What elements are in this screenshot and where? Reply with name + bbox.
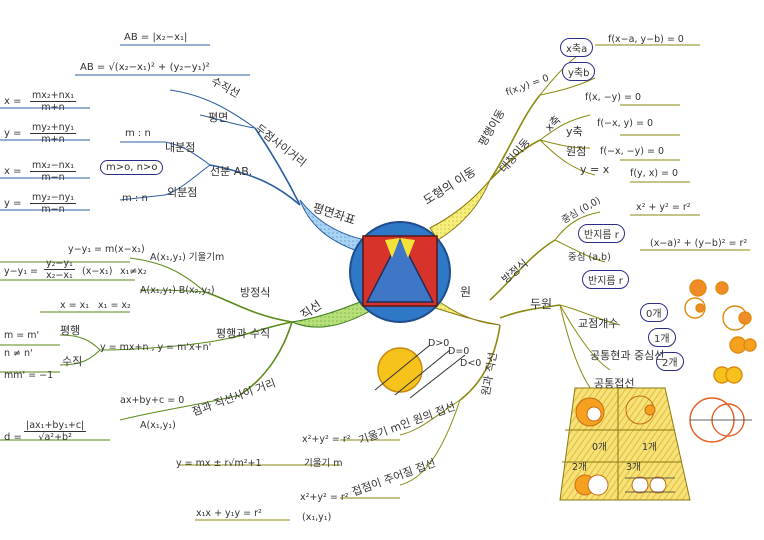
parallel-perp-label: 평행과 수직: [216, 327, 271, 340]
sym-y-result: f(−x, y) = 0: [597, 118, 654, 129]
internal-y-eq: y =: [4, 128, 22, 139]
external-ratio: m : n: [122, 193, 148, 204]
circle-eq-2: (x−a)² + (y−b)² = r²: [650, 238, 748, 249]
sym-y-axis: y축: [566, 125, 583, 138]
internal-condition: m>o, n>o: [100, 160, 164, 175]
line-eq-2-frac: y₂−y₁ x₂−x₁: [44, 258, 75, 281]
slope-tangent-m: 기울기 m: [304, 458, 343, 469]
circle-title: 원: [460, 285, 472, 299]
distance-frac: |ax₁+by₁+c| √a²+b²: [24, 420, 87, 443]
external-x-num: mx₂−nx₁: [30, 160, 77, 172]
external-y-eq: y =: [4, 198, 22, 209]
perp-label: 수직: [62, 355, 83, 368]
intersections-one: 1개: [648, 328, 676, 347]
ab-distance-2d: AB = √(x₂−x₁)² + (y₂−y₁)²: [80, 62, 210, 73]
internal-x-eq: x =: [4, 96, 22, 107]
parallel-label: 평행: [60, 324, 81, 337]
internal-x-num: mx₂+nx₁: [30, 90, 77, 102]
intersections-label: 교점개수: [578, 317, 619, 330]
center-ab: 중심 (a,b): [568, 252, 611, 263]
intersections-zero: 0개: [640, 303, 668, 322]
radius-r2: 반지름 r: [582, 270, 629, 289]
segment-label: 선분 AB.: [210, 165, 253, 178]
line-branch-lines: [0, 257, 241, 441]
two-circles-diagrams: [684, 279, 757, 443]
branch-plane-coordinates: [209, 127, 366, 253]
common-tangent-label: 공통접선: [594, 377, 635, 390]
distance-d-eq: d =: [4, 432, 22, 443]
line-equation-label: 방정식: [240, 286, 271, 299]
common-chord-label: 공통현과 중심선: [590, 349, 665, 362]
center-emblem: [349, 221, 451, 323]
internal-division-label: 내분점: [165, 141, 196, 154]
parallel-perp-form: y = mx+n , y = m'x+n': [100, 342, 212, 353]
intersections-two: 2개: [656, 352, 684, 371]
line-eq-2-num: y₂−y₁: [44, 258, 75, 270]
d-lt: D<0: [460, 358, 482, 369]
external-x-frac: mx₂−nx₁ m−n: [30, 160, 77, 183]
sym-yx: y = x: [580, 163, 610, 176]
distance-num: |ax₁+by₁+c|: [24, 420, 87, 432]
internal-x-den: m+n: [41, 102, 65, 113]
tangent-count-2: 2개: [572, 462, 587, 473]
sym-origin: 원점: [566, 145, 587, 158]
transform-lines: [539, 44, 700, 183]
slope-tangent-circle: x²+y² = r²: [302, 434, 351, 445]
internal-y-frac: my₂+ny₁ m+n: [30, 122, 77, 145]
internal-x-frac: mx₂+nx₁ m+n: [30, 90, 77, 113]
n-neq-label: n ≠ n': [4, 348, 33, 359]
two-point-label: A(x₁,y₁) B(x₂,y₂): [140, 285, 215, 296]
line-eq-3: x = x₁: [60, 300, 90, 311]
d-gt: D>0: [428, 338, 450, 349]
plane-label: 평면: [208, 111, 229, 124]
common-tangent-table: [559, 387, 691, 501]
point-tangent-xy: (x₁,y₁): [302, 512, 332, 523]
external-y-den: m−n: [41, 204, 65, 215]
d-eq: D=0: [448, 346, 470, 357]
external-x-den: m−n: [41, 172, 65, 183]
line-eq-2-den: x₂−x₁: [46, 270, 73, 281]
translation-y-axis: y축b: [562, 62, 596, 81]
ab-distance-1d: AB = |x₂−x₁|: [124, 32, 188, 43]
circle-eq-1: x² + y² = r²: [636, 202, 691, 213]
line-general-form: ax+by+c = 0: [120, 395, 185, 406]
tangent-count-0: 0개: [592, 442, 607, 453]
external-y-frac: my₂−ny₁ m−n: [30, 192, 77, 215]
line-eq-2-tail: (x−x₁): [82, 266, 113, 277]
m-eq-label: m = m': [4, 330, 40, 341]
sym-yx-result: f(y, x) = 0: [630, 168, 679, 179]
translation-x-axis: x축a: [560, 38, 594, 57]
circle-line-diagram: [374, 344, 466, 399]
sym-x-result: f(x, −y) = 0: [585, 92, 642, 103]
distance-den: √a²+b²: [38, 432, 72, 443]
external-division-label: 외분점: [167, 186, 198, 199]
slope-tangent-result: y = mx ± r√m²+1: [176, 458, 262, 469]
two-circles-label: 두원: [530, 297, 553, 311]
sym-origin-result: f(−x, −y) = 0: [600, 146, 665, 157]
radius-r: 반지름 r: [578, 224, 625, 243]
tangent-count-3: 3개: [626, 462, 641, 473]
plane-coord-lines: [0, 44, 256, 211]
line-eq-2-lhs: y−y₁ =: [4, 266, 38, 277]
point-tangent-circle: x²+y² = r²: [300, 492, 349, 503]
point-tangent-result: x₁x + y₁y = r²: [196, 508, 262, 519]
slope-point-label: A(x₁,y₁) 기울기m: [150, 252, 225, 263]
external-y-num: my₂−ny₁: [30, 192, 77, 204]
external-x-eq: x =: [4, 166, 22, 177]
internal-ratio: m : n: [125, 128, 151, 139]
translation-result: f(x−a, y−b) = 0: [608, 34, 684, 45]
perp-eq-label: mm' = −1: [4, 370, 54, 381]
tangent-count-1: 1개: [642, 442, 657, 453]
branch-line: [204, 291, 373, 396]
line-eq-1: y−y₁ = m(x−x₁): [68, 244, 145, 255]
point-a-label: A(x₁,y₁): [140, 420, 176, 431]
line-eq-2-cond: x₁≠x₂: [120, 266, 147, 277]
line-eq-3-cond: x₁ = x₂: [98, 300, 131, 311]
internal-y-den: m+n: [41, 134, 65, 145]
internal-y-num: my₂+ny₁: [30, 122, 77, 134]
branch-transformation: [429, 94, 541, 241]
